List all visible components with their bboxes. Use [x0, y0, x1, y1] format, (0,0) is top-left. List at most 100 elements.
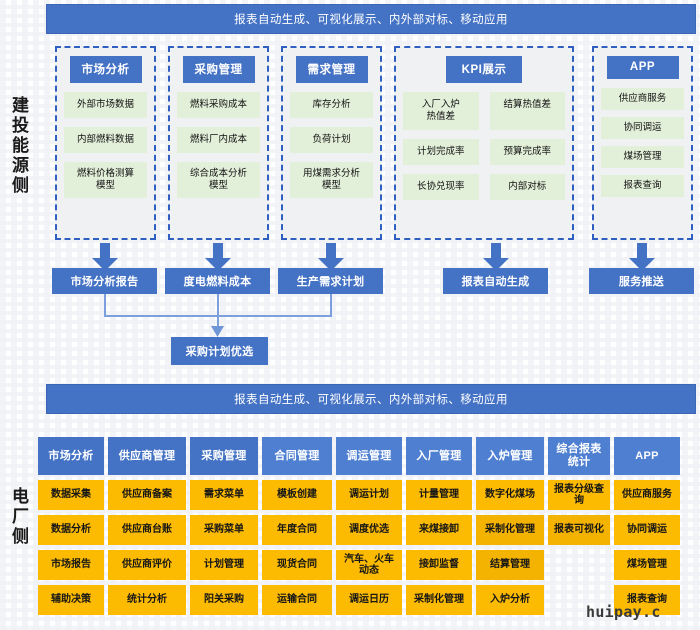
column-header[interactable]: 供应商管理	[108, 437, 186, 475]
group-app[interactable]: APP 供应商服务 协同调运 煤场管理 报表查询	[592, 46, 693, 240]
merged-outcome-box[interactable]: 采购计划优选	[171, 337, 268, 365]
matrix-cell[interactable]: 数字化煤场	[476, 480, 544, 510]
group-item[interactable]: 协同调运	[601, 116, 684, 139]
matrix-cell[interactable]: 模板创建	[262, 480, 332, 510]
connector-line	[217, 294, 219, 331]
column-header[interactable]: 采购管理	[190, 437, 258, 475]
column-header[interactable]: 市场分析	[38, 437, 104, 475]
column-header[interactable]: 入炉管理	[476, 437, 544, 475]
down-arrow-icon	[318, 243, 344, 271]
matrix-cell[interactable]: 调运日历	[336, 585, 402, 615]
column-header[interactable]: 调运管理	[336, 437, 402, 475]
outcome-box[interactable]: 市场分析报告	[52, 268, 157, 294]
group-item[interactable]: 负荷计划	[290, 126, 373, 153]
matrix-cell[interactable]: 数据分析	[38, 515, 104, 545]
matrix-cell[interactable]: 入炉分析	[476, 585, 544, 615]
matrix-cell[interactable]: 报表查询	[614, 585, 680, 615]
group-item[interactable]: 燃料厂内成本	[177, 126, 260, 153]
group-demand-management[interactable]: 需求管理 库存分析 负荷计划 用煤需求分析 模型	[281, 46, 382, 240]
matrix-cell[interactable]: 供应商台账	[108, 515, 186, 545]
matrix-cell[interactable]: 采制化管理	[406, 585, 472, 615]
group-item[interactable]: 内部对标	[489, 173, 565, 200]
matrix-column-procurement-management: 采购管理 需求菜单 采购菜单 计划管理 阳关采购	[190, 437, 258, 615]
matrix-cell[interactable]: 年度合同	[262, 515, 332, 545]
down-arrow-icon	[205, 243, 231, 271]
matrix-cell[interactable]: 供应商服务	[614, 480, 680, 510]
connector-line	[104, 294, 106, 316]
side-label-power-plant: 电厂侧	[9, 487, 28, 547]
down-arrow-icon	[629, 243, 655, 271]
matrix-column-inbound-furnace: 入炉管理 数字化煤场 采制化管理 结算管理 入炉分析	[476, 437, 544, 615]
group-item[interactable]: 预算完成率	[489, 138, 565, 165]
matrix-cell[interactable]: 结算管理	[476, 550, 544, 580]
group-item[interactable]: 煤场管理	[601, 145, 684, 168]
group-item[interactable]: 外部市场数据	[64, 92, 147, 118]
group-market-analysis[interactable]: 市场分析 外部市场数据 内部燃料数据 燃料价格测算 模型	[55, 46, 156, 240]
matrix-cell[interactable]: 调运计划	[336, 480, 402, 510]
matrix-cell[interactable]: 市场报告	[38, 550, 104, 580]
outcome-box[interactable]: 服务推送	[589, 268, 694, 294]
column-header[interactable]: APP	[614, 437, 680, 475]
matrix-cell[interactable]: 运输合同	[262, 585, 332, 615]
group-item[interactable]: 计划完成率	[403, 138, 479, 165]
matrix-cell[interactable]: 供应商评价	[108, 550, 186, 580]
group-item[interactable]: 综合成本分析 模型	[177, 161, 260, 198]
group-title: APP	[606, 56, 679, 79]
arrowhead-icon	[211, 326, 224, 337]
matrix-cell[interactable]: 计划管理	[190, 550, 258, 580]
side-label-upstream: 建投能源侧	[9, 96, 28, 196]
matrix-column-inbound-plant: 入厂管理 计量管理 来煤接卸 接卸监督 采制化管理	[406, 437, 472, 615]
capability-matrix: 市场分析 数据采集 数据分析 市场报告 辅助决策 供应商管理 供应商备案 供应商…	[38, 437, 698, 615]
column-header[interactable]: 入厂管理	[406, 437, 472, 475]
matrix-column-comprehensive-report: 综合报表 统计 报表分级查 询 报表可视化	[548, 437, 610, 615]
group-item[interactable]: 燃料采购成本	[177, 92, 260, 118]
group-item[interactable]: 长协兑现率	[403, 173, 479, 200]
column-header[interactable]: 合同管理	[262, 437, 332, 475]
matrix-cell[interactable]: 报表可视化	[548, 515, 610, 545]
outcome-box[interactable]: 报表自动生成	[443, 268, 548, 294]
outcome-box[interactable]: 生产需求计划	[278, 268, 383, 294]
matrix-cell[interactable]: 接卸监督	[406, 550, 472, 580]
matrix-cell[interactable]: 统计分析	[108, 585, 186, 615]
watermark: huipay.c	[586, 603, 661, 621]
group-item[interactable]: 内部燃料数据	[64, 126, 147, 153]
matrix-column-contract-management: 合同管理 模板创建 年度合同 现货合同 运输合同	[262, 437, 332, 615]
column-header[interactable]: 综合报表 统计	[548, 437, 610, 475]
group-item[interactable]: 用煤需求分析 模型	[290, 161, 373, 198]
group-item[interactable]: 结算热值差	[489, 92, 565, 130]
group-title: KPI展示	[446, 56, 522, 83]
group-item[interactable]: 入厂入炉 热值差	[403, 92, 479, 130]
matrix-cell[interactable]: 供应商备案	[108, 480, 186, 510]
matrix-cell[interactable]: 汽车、火车 动态	[336, 550, 402, 580]
matrix-cell[interactable]: 需求菜单	[190, 480, 258, 510]
top-banner: 报表自动生成、可视化展示、内外部对标、移动应用	[46, 4, 696, 34]
outcome-box[interactable]: 度电燃料成本	[165, 268, 270, 294]
matrix-cell[interactable]: 来煤接卸	[406, 515, 472, 545]
group-item[interactable]: 库存分析	[290, 92, 373, 118]
matrix-column-supplier-management: 供应商管理 供应商备案 供应商台账 供应商评价 统计分析	[108, 437, 186, 615]
matrix-cell-empty	[548, 550, 610, 580]
group-title: 采购管理	[182, 56, 255, 83]
group-item[interactable]: 报表查询	[601, 174, 684, 197]
matrix-cell[interactable]: 现货合同	[262, 550, 332, 580]
connector-line	[330, 294, 332, 316]
group-kpi-display[interactable]: KPI展示 入厂入炉 热值差 结算热值差 计划完成率 预算完成率 长协兑现率 内…	[394, 46, 574, 240]
matrix-cell[interactable]: 调度优选	[336, 515, 402, 545]
matrix-cell[interactable]: 阳关采购	[190, 585, 258, 615]
matrix-cell[interactable]: 采购菜单	[190, 515, 258, 545]
matrix-column-market-analysis: 市场分析 数据采集 数据分析 市场报告 辅助决策	[38, 437, 104, 615]
matrix-cell[interactable]: 煤场管理	[614, 550, 680, 580]
group-item[interactable]: 燃料价格测算 模型	[64, 161, 147, 198]
matrix-cell[interactable]: 采制化管理	[476, 515, 544, 545]
down-arrow-icon	[92, 243, 118, 271]
matrix-column-app: APP 供应商服务 协同调运 煤场管理 报表查询	[614, 437, 680, 615]
matrix-cell[interactable]: 计量管理	[406, 480, 472, 510]
group-item[interactable]: 供应商服务	[601, 88, 684, 110]
matrix-cell[interactable]: 报表分级查 询	[548, 480, 610, 510]
matrix-cell[interactable]: 辅助决策	[38, 585, 104, 615]
matrix-cell[interactable]: 协同调运	[614, 515, 680, 545]
matrix-cell[interactable]: 数据采集	[38, 480, 104, 510]
middle-banner: 报表自动生成、可视化展示、内外部对标、移动应用	[46, 384, 696, 414]
group-procurement-management[interactable]: 采购管理 燃料采购成本 燃料厂内成本 综合成本分析 模型	[168, 46, 269, 240]
